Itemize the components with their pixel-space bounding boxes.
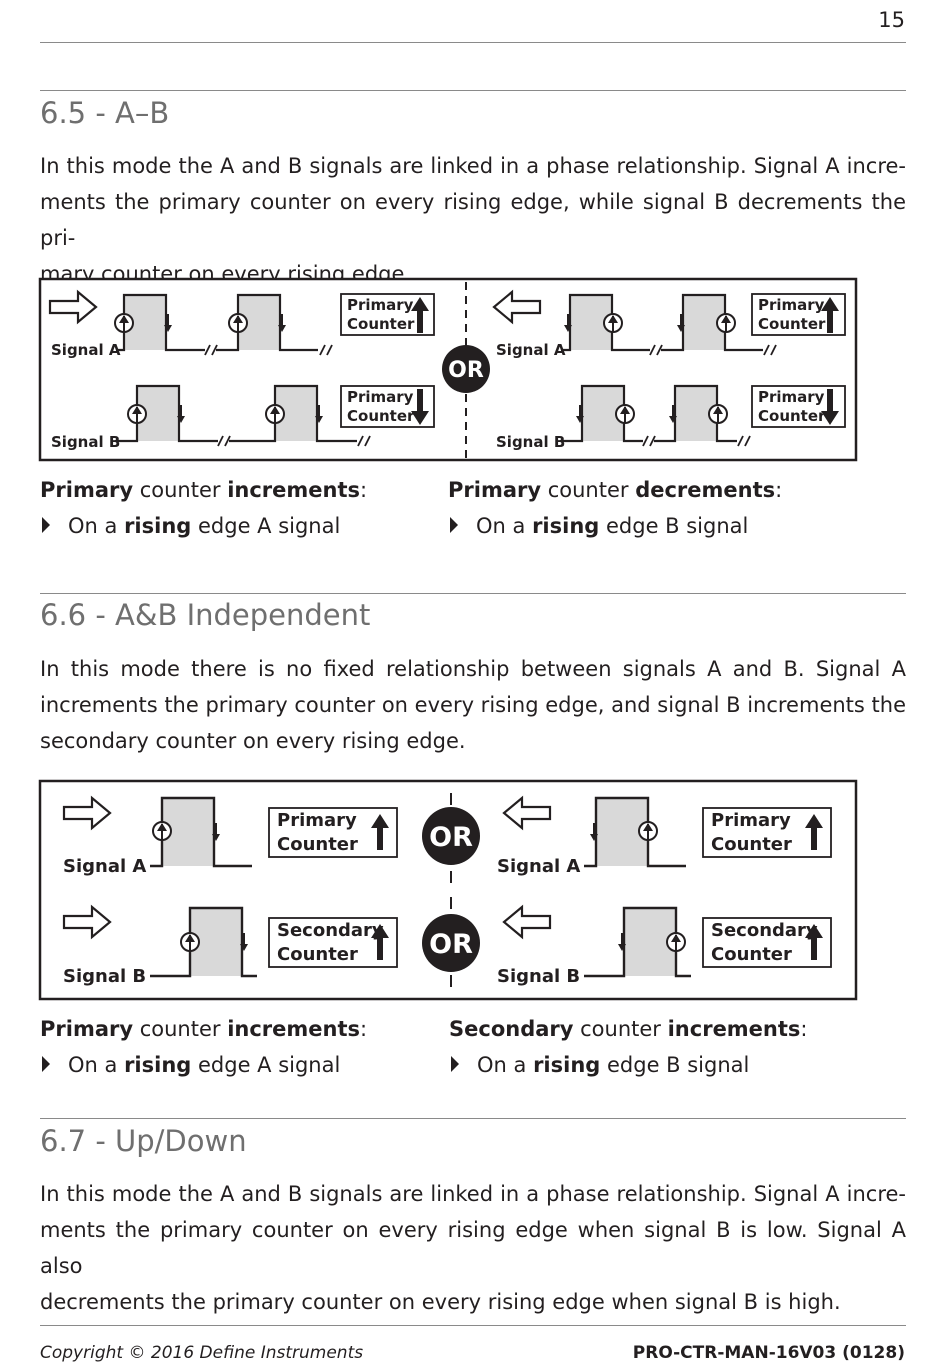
or-label: OR xyxy=(429,822,473,853)
body-line: ments the primary counter on every risin… xyxy=(40,190,906,250)
counter-label: Primary xyxy=(758,296,825,314)
footer-doc-code: PRO-CTR-MAN-16V03 (0128) xyxy=(632,1343,905,1363)
bullet-triangle-icon xyxy=(450,517,458,533)
counter-label: Secondary xyxy=(277,920,384,941)
or-badge xyxy=(422,914,480,972)
rising-edge-icon xyxy=(180,932,200,952)
section-title: 6.6 - A&B Independent xyxy=(40,598,371,632)
bullet-left: On a rising edge A signal xyxy=(42,1053,340,1077)
footer-rule xyxy=(40,1325,906,1326)
or-badge xyxy=(422,807,480,865)
ab-phase-diagram: OR Signal A Signal B Primary Counter Pri… xyxy=(38,277,858,462)
counter-label: Counter xyxy=(277,834,358,855)
signal-b-waveform xyxy=(116,384,357,443)
rising-edge-icon xyxy=(114,313,134,333)
counter-label: Counter xyxy=(711,834,792,855)
counter-label: Counter xyxy=(347,407,415,425)
counter-label: Counter xyxy=(758,407,826,425)
signal-b-waveform xyxy=(561,384,737,443)
caption-right: Primary counter decrements: xyxy=(448,478,783,502)
body-line: In this mode the A and B signals are lin… xyxy=(40,1182,906,1206)
rising-edge-icon xyxy=(152,821,172,841)
bullet-triangle-icon xyxy=(42,1056,50,1072)
signal-a-waveform xyxy=(116,293,318,352)
section-rule xyxy=(40,1118,906,1119)
counter-label: Counter xyxy=(758,315,826,333)
rising-edge-icon xyxy=(228,313,248,333)
page-number: 15 xyxy=(878,8,905,32)
signal-b-waveform xyxy=(150,906,257,978)
signal-a-label: Signal A xyxy=(496,341,566,359)
body-line: increments the primary counter on every … xyxy=(40,693,906,717)
signal-b-label: Signal B xyxy=(51,433,120,451)
signal-b-label: Signal B xyxy=(496,433,565,451)
bullet-right: On a rising edge B signal xyxy=(451,1053,749,1077)
counter-label: Counter xyxy=(711,944,792,965)
counter-box xyxy=(268,807,398,858)
counter-label: Primary xyxy=(711,810,791,831)
counter-label: Counter xyxy=(277,944,358,965)
rising-edge-icon xyxy=(603,313,623,333)
bullet-triangle-icon xyxy=(42,517,50,533)
section-rule xyxy=(40,593,906,594)
signal-a-waveform xyxy=(561,293,763,352)
counter-box xyxy=(268,917,398,968)
rising-edge-icon xyxy=(615,404,635,424)
section-body: In this mode the A and B signals are lin… xyxy=(40,1176,906,1320)
caption-left: Primary counter increments: xyxy=(40,478,368,502)
rising-edge-icon xyxy=(716,313,736,333)
bullet-left: On a rising edge A signal xyxy=(42,514,340,538)
bullet-triangle-icon xyxy=(451,1056,459,1072)
rising-edge-icon xyxy=(638,821,658,841)
counter-label: Primary xyxy=(758,388,825,406)
bullet-right: On a rising edge B signal xyxy=(450,514,748,538)
counter-label: Counter xyxy=(347,315,415,333)
signal-a-label: Signal A xyxy=(51,341,121,359)
signal-b-label: Signal B xyxy=(497,966,580,987)
signal-a-label: Signal A xyxy=(63,856,146,877)
counter-label: Primary xyxy=(347,296,414,314)
body-line: decrements the primary counter on every … xyxy=(40,1290,841,1314)
counter-box xyxy=(702,807,832,858)
body-line: secondary counter on every rising edge. xyxy=(40,729,466,753)
body-line: ments the primary counter on every risin… xyxy=(40,1218,906,1278)
signal-b-label: Signal B xyxy=(63,966,146,987)
caption-left: Primary counter increments: xyxy=(40,1017,368,1041)
signal-b-waveform xyxy=(584,906,691,978)
section-title: 6.5 - A–B xyxy=(40,96,170,130)
counter-box xyxy=(702,917,832,968)
header-rule xyxy=(40,42,906,43)
counter-label: Secondary xyxy=(711,920,818,941)
rising-edge-icon xyxy=(708,404,728,424)
signal-a-waveform xyxy=(150,796,252,868)
or-badge xyxy=(442,345,490,393)
section-rule xyxy=(40,90,906,91)
rising-edge-icon xyxy=(265,404,285,424)
or-label: OR xyxy=(429,929,473,960)
rising-edge-icon xyxy=(666,932,686,952)
counter-label: Primary xyxy=(277,810,357,831)
caption-right: Secondary counter increments: xyxy=(449,1017,808,1041)
signal-a-label: Signal A xyxy=(497,856,580,877)
signal-a-waveform xyxy=(584,796,686,868)
body-line: In this mode there is no fixed relations… xyxy=(40,657,906,681)
or-label: OR xyxy=(448,358,484,383)
rising-edge-icon xyxy=(127,404,147,424)
section-title: 6.7 - Up/Down xyxy=(40,1124,247,1158)
counter-label: Primary xyxy=(347,388,414,406)
section-body: In this mode there is no fixed relations… xyxy=(40,651,906,759)
footer-copyright: Copyright © 2016 Define Instruments xyxy=(40,1343,364,1363)
ab-independent-diagram: OR OR Signal A Primary Counter Signal B … xyxy=(38,779,858,1001)
body-line: In this mode the A and B signals are lin… xyxy=(40,154,906,178)
